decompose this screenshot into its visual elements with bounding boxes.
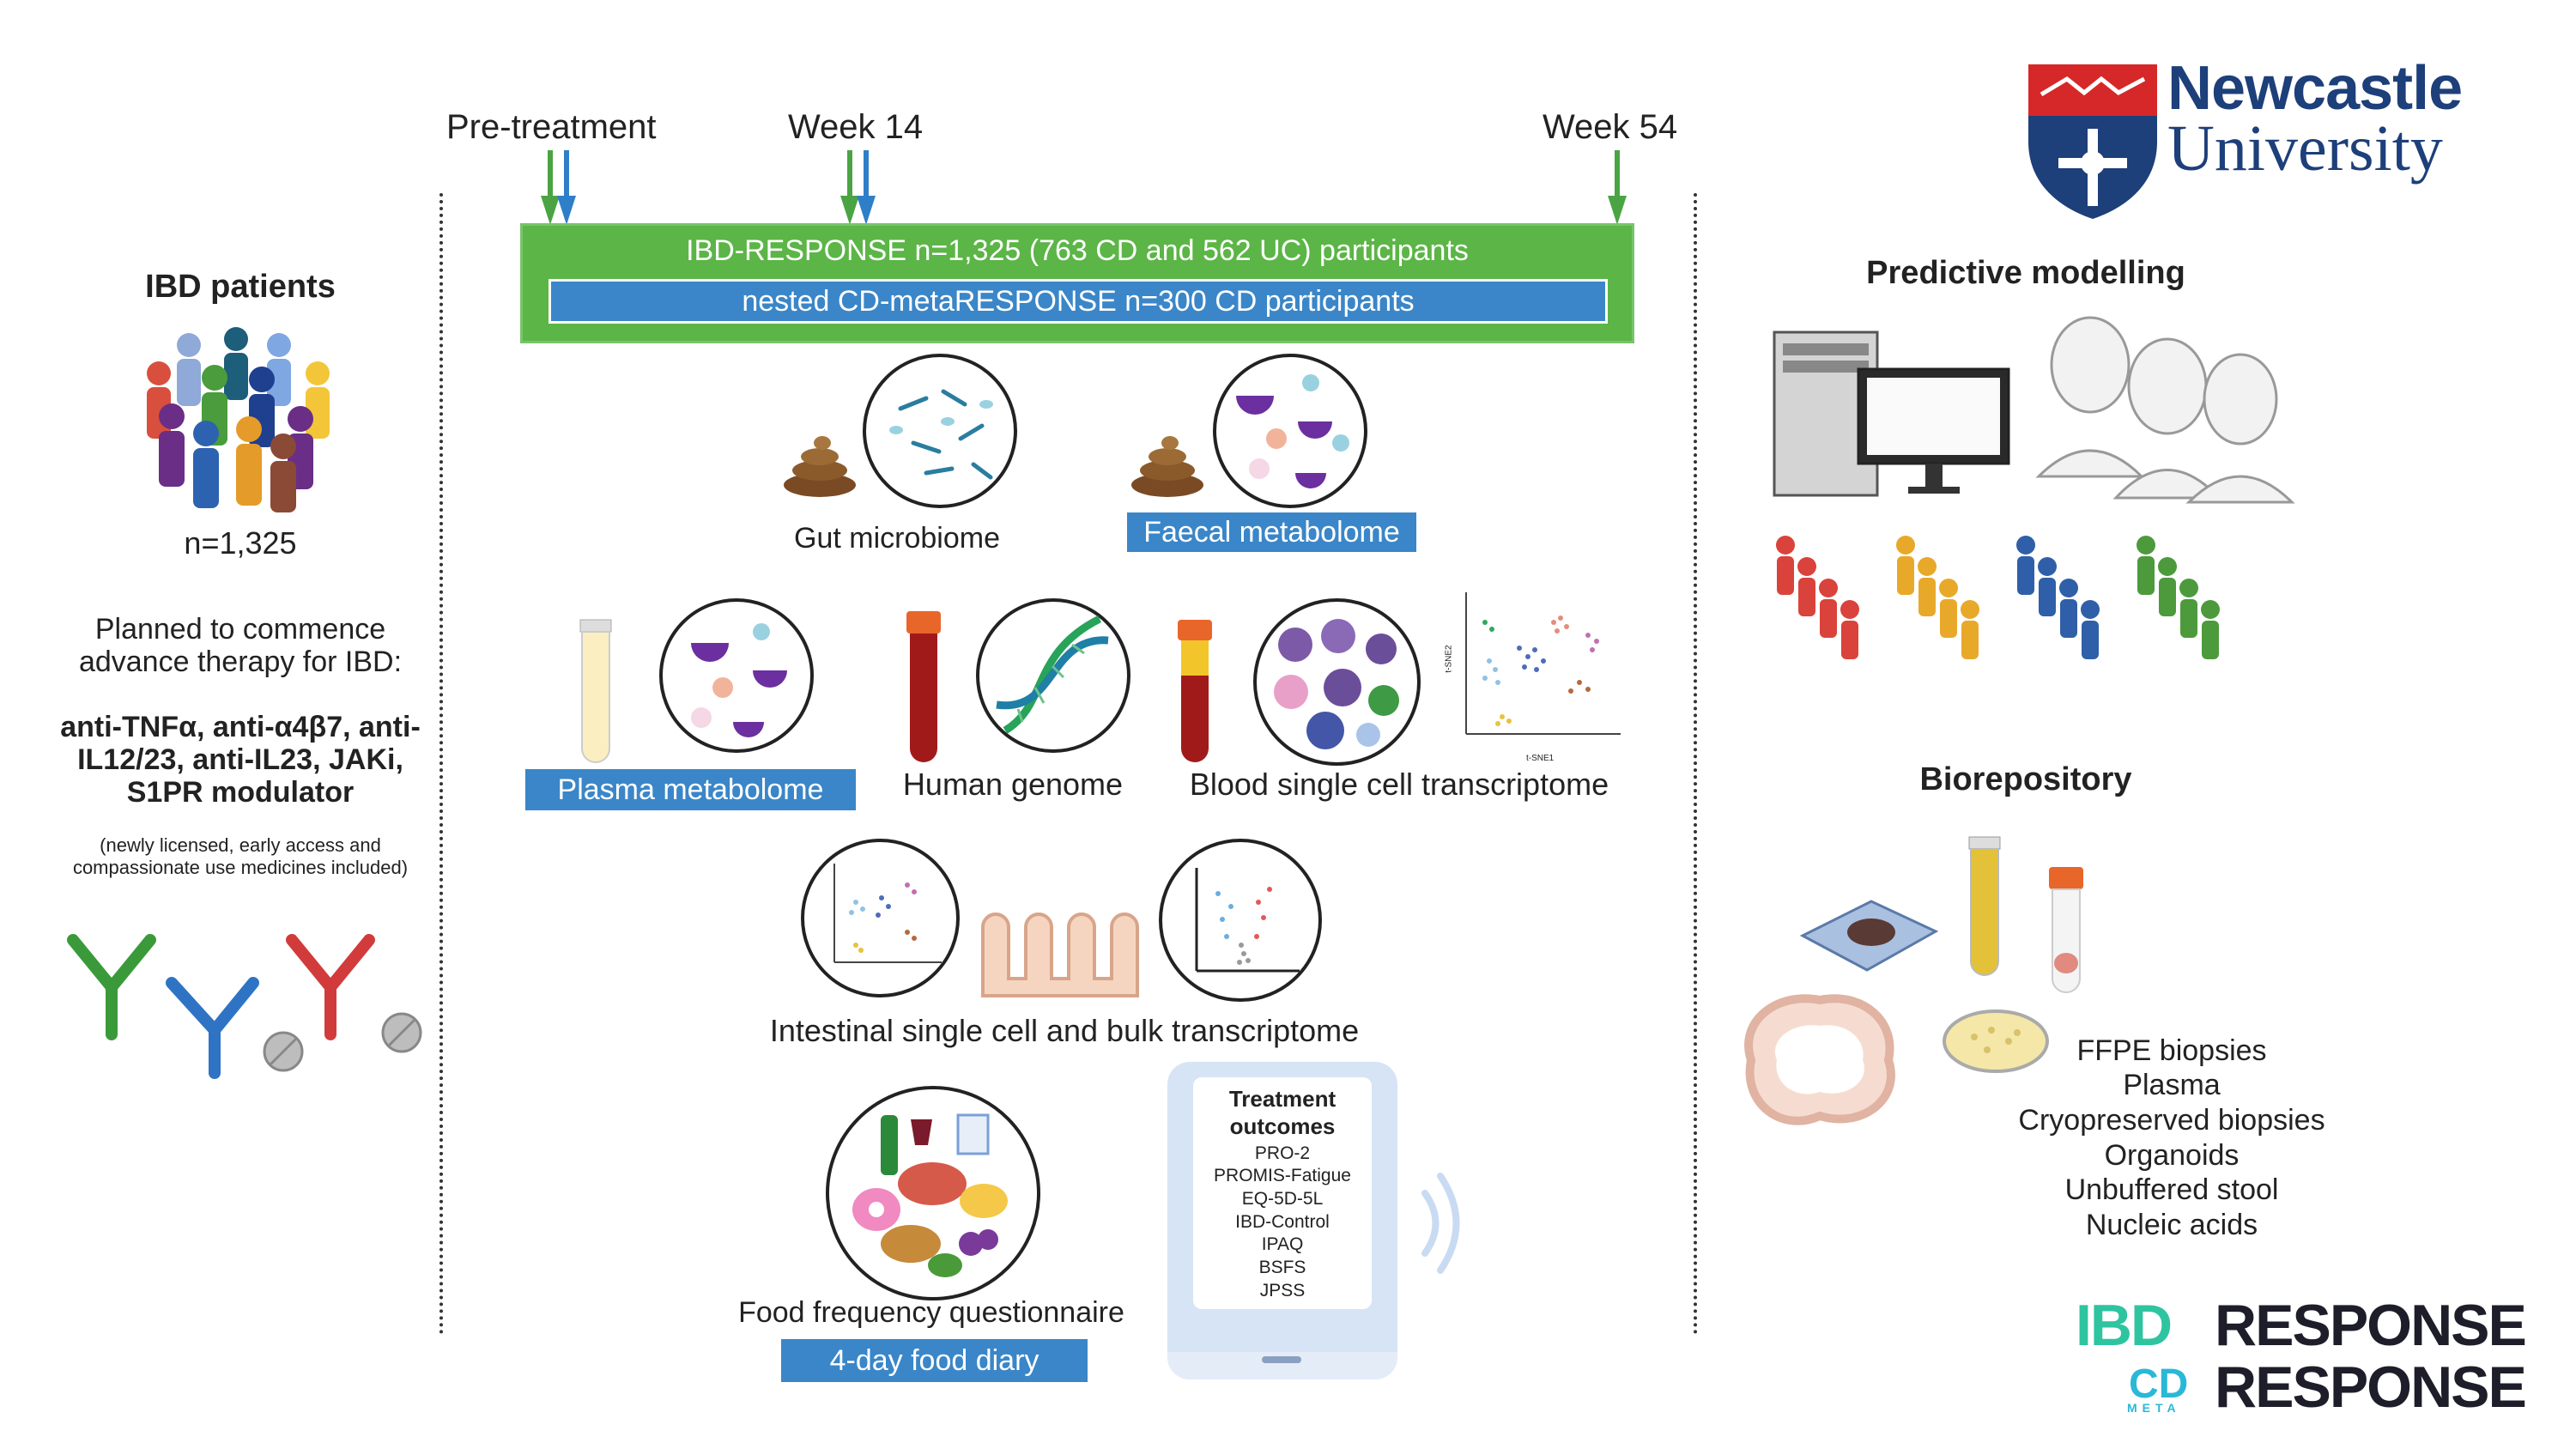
week54-arrow-icon bbox=[1608, 150, 1627, 225]
organoid-dish-icon bbox=[1943, 1009, 2049, 1073]
cd-logo-text: CD bbox=[2129, 1361, 2189, 1407]
ibd-patients-title: IBD patients bbox=[145, 269, 336, 305]
phone-home-button bbox=[1262, 1356, 1301, 1363]
intestine-ring-icon bbox=[1744, 994, 1895, 1125]
blood-tsne-x-label: t-SNE1 bbox=[1526, 754, 1555, 763]
response-logo-text: RESPONSE bbox=[2215, 1293, 2527, 1358]
medicines-note-line1: (newly licensed, early access and bbox=[100, 834, 381, 856]
planned-therapy-line2: advance therapy for IBD: bbox=[78, 646, 403, 678]
intestinal-tsne-circle bbox=[801, 839, 960, 997]
outcome-item: IPAQ bbox=[1261, 1234, 1304, 1254]
response2-logo-text: RESPONSE bbox=[2215, 1355, 2527, 1420]
left-divider bbox=[439, 193, 443, 1335]
dna-circle bbox=[976, 598, 1130, 753]
medicines-note-line2: compassionate use medicines included) bbox=[72, 857, 409, 878]
university-shield-icon bbox=[2028, 64, 2157, 219]
week14-arrow-icon bbox=[840, 150, 876, 225]
stool-icon-2 bbox=[1131, 436, 1203, 497]
timeline-arrows bbox=[541, 150, 1627, 225]
outcome-item: EQ-5D-5L bbox=[1241, 1189, 1324, 1209]
ffq-label: Food frequency questionnaire bbox=[738, 1296, 1124, 1329]
food-circle bbox=[826, 1086, 1040, 1300]
plasma-metabolome-box: Plasma metabolome bbox=[525, 769, 856, 810]
intestinal-label: Intestinal single cell and bulk transcri… bbox=[769, 1013, 1360, 1048]
ibd-logo-text: IBD bbox=[2076, 1293, 2173, 1358]
blood-cells-circle bbox=[1253, 598, 1421, 766]
predictive-modelling-title: Predictive modelling bbox=[1866, 255, 2185, 291]
intestinal-villi-icon bbox=[981, 912, 1139, 997]
nested-cohort-box: nested CD-metaRESPONSE n=300 CD particip… bbox=[549, 279, 1608, 324]
antibody-drugs-icon bbox=[67, 934, 422, 1079]
bio-item: Cryopreserved biopsies bbox=[2018, 1104, 2325, 1137]
blood-tube-icon bbox=[906, 611, 941, 762]
bio-item: Plasma bbox=[2123, 1069, 2221, 1101]
nested-cohort-label: nested CD-metaRESPONSE n=300 CD particip… bbox=[742, 285, 1415, 318]
pre-treatment-arrow-icon bbox=[541, 150, 576, 225]
microbiome-circle bbox=[863, 354, 1017, 508]
plasma-tube-bio-icon bbox=[1968, 836, 2001, 976]
gut-microbiome-label: Gut microbiome bbox=[794, 522, 1000, 555]
stool-icon bbox=[784, 436, 856, 497]
computer-icon bbox=[1773, 330, 2010, 497]
drugs-line3: S1PR modulator bbox=[126, 776, 355, 809]
drugs-line1: anti-TNFα, anti-α4β7, anti- bbox=[60, 711, 421, 743]
timeline-pre-treatment: Pre-treatment bbox=[446, 108, 657, 146]
faecal-metabolome-label: Faecal metabolome bbox=[1143, 516, 1400, 549]
bio-item: FFPE biopsies bbox=[2076, 1034, 2267, 1067]
faecal-metabolite-circle bbox=[1213, 354, 1367, 508]
faecal-metabolome-box: Faecal metabolome bbox=[1127, 512, 1416, 552]
outcomes-title-line1: Treatment bbox=[1228, 1086, 1336, 1112]
biopsy-tube-icon bbox=[2049, 867, 2083, 993]
outcome-item: JPSS bbox=[1259, 1281, 1306, 1300]
blood-sc-label: Blood single cell transcriptome bbox=[1189, 767, 1609, 802]
blood-tsne-y-label: t-SNE2 bbox=[1444, 645, 1454, 673]
patient-groups-icon bbox=[1776, 536, 2220, 659]
outcome-item: PROMIS-Fatigue bbox=[1214, 1166, 1351, 1185]
university-name-line1: Newcastle bbox=[2167, 54, 2463, 123]
cohort-main-label: IBD-RESPONSE n=1,325 (763 CD and 562 UC)… bbox=[686, 234, 1469, 267]
signal-waves-icon bbox=[1421, 1173, 1460, 1274]
patient-count: n=1,325 bbox=[184, 525, 297, 561]
people-faces-icon bbox=[2035, 316, 2295, 504]
blood-tsne-plot bbox=[1465, 592, 1621, 735]
right-divider bbox=[1694, 193, 1697, 1335]
bio-item: Unbuffered stool bbox=[2064, 1173, 2279, 1206]
phone-screen bbox=[1193, 1077, 1372, 1309]
outcome-item: PRO-2 bbox=[1254, 1143, 1311, 1163]
planned-therapy-line1: Planned to commence bbox=[94, 613, 386, 646]
cohort-banner: IBD-RESPONSE n=1,325 (763 CD and 562 UC)… bbox=[520, 223, 1634, 343]
food-diary-box: 4-day food diary bbox=[781, 1339, 1088, 1382]
drugs-line2: IL12/23, anti-IL23, JAKi, bbox=[77, 743, 403, 776]
timeline-week14: Week 14 bbox=[788, 108, 924, 146]
tissue-slide-icon bbox=[1799, 900, 1939, 972]
outcome-item: BSFS bbox=[1258, 1258, 1306, 1277]
blood-separated-tube-icon bbox=[1178, 620, 1212, 762]
plasma-tube-icon bbox=[579, 619, 612, 763]
human-genome-label: Human genome bbox=[902, 767, 1124, 802]
plasma-metabolite-circle bbox=[659, 598, 814, 753]
volcano-plot-circle bbox=[1159, 839, 1322, 1002]
university-name-line2: University bbox=[2167, 112, 2443, 185]
outcome-item: IBD-Control bbox=[1235, 1212, 1330, 1232]
plasma-metabolome-label: Plasma metabolome bbox=[557, 773, 824, 806]
patients-group-icon bbox=[147, 327, 330, 512]
bio-item: Organoids bbox=[2104, 1139, 2240, 1172]
food-diary-label: 4-day food diary bbox=[829, 1344, 1039, 1377]
meta-logo-text: META bbox=[2127, 1401, 2181, 1415]
biorepository-title: Biorepository bbox=[1919, 761, 2132, 797]
outcomes-title-line2: outcomes bbox=[1229, 1113, 1336, 1139]
timeline-week54: Week 54 bbox=[1543, 108, 1678, 146]
bio-item: Nucleic acids bbox=[2085, 1209, 2258, 1241]
